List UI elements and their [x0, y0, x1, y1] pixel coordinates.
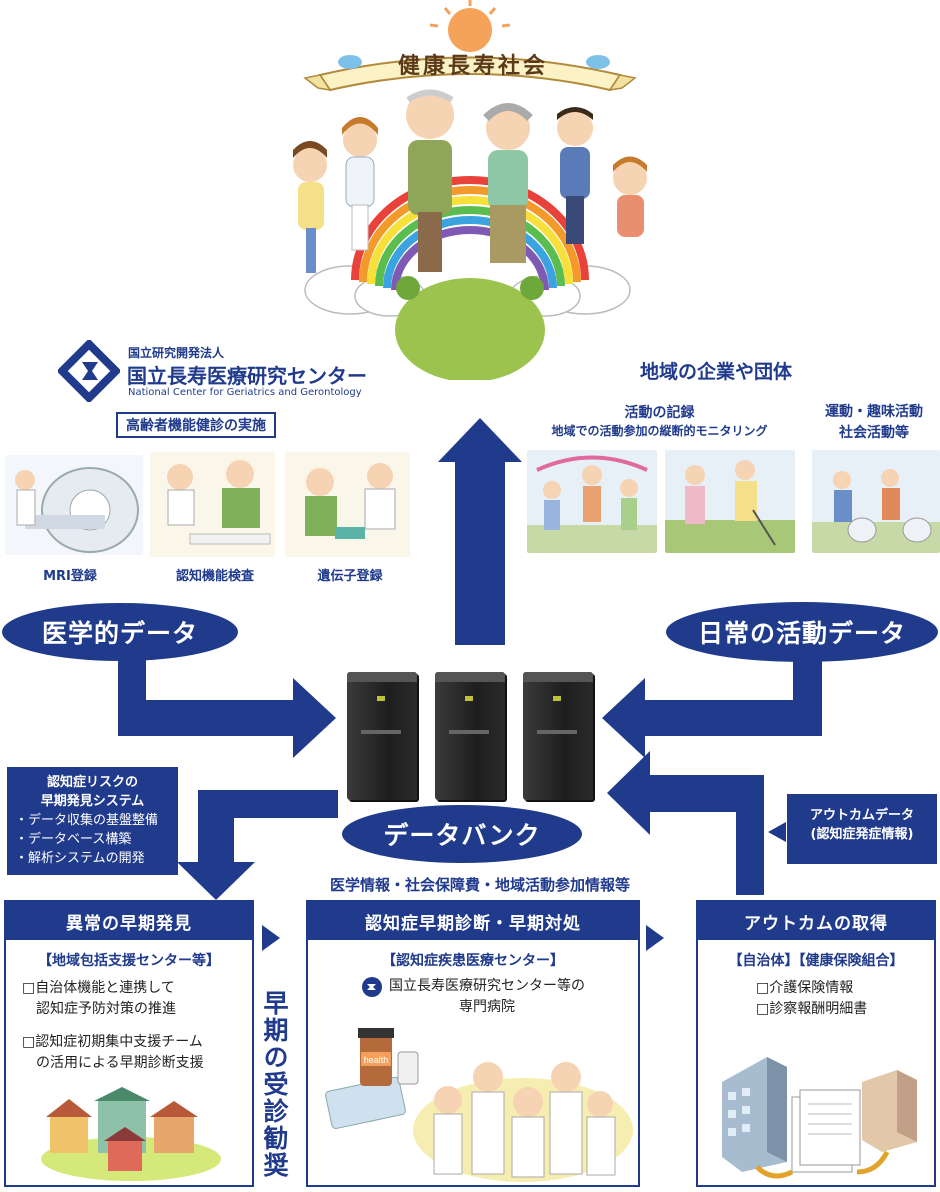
- outcome-acquisition-title: アウトカムの取得: [698, 902, 934, 940]
- cognitive-test-illustration: [150, 452, 275, 557]
- early-diagnosis-sub: 【認知症疾患医療センター】: [382, 953, 564, 969]
- ncgg-small-logo-icon: [362, 977, 382, 997]
- server-icon: [435, 672, 505, 800]
- hospital-line1: 国立長寿医療研究センター等の: [389, 978, 585, 994]
- gene-registration-illustration: [285, 452, 410, 557]
- hospital-line2: 専門病院: [459, 999, 515, 1015]
- early-diagnosis-panel: 認知症早期診断・早期対処 【認知症疾患医療センター】 国立長寿医療研究センター等…: [306, 900, 640, 1187]
- risk-item: ・データ収集の基盤整備: [15, 813, 159, 828]
- risk-title-2: 早期発見システム: [40, 794, 145, 809]
- databank-subtitle: 医学情報・社会保障費・地域活動参加情報等: [329, 876, 630, 894]
- outcome-data-line1: アウトカムデータ: [809, 808, 914, 823]
- server-icon: [523, 672, 593, 800]
- early-detection-title: 異常の早期発見: [6, 902, 252, 940]
- outcome-acquisition-panel: アウトカムの取得 【自治体】【健康保険組合】 □介護保険情報 □診察報酬明細書: [696, 900, 936, 1187]
- group-exercise-illustration: [527, 450, 657, 553]
- early-consultation-vertical-text: 早期の受診勧奨: [260, 990, 289, 1179]
- cognitive-caption: 認知機能検査: [175, 569, 254, 584]
- early-detection-sub: 【地域包括支援センター等】: [38, 953, 220, 969]
- buildings-documents-illustration: [722, 1057, 917, 1179]
- server-icon: [347, 672, 417, 800]
- town-houses-illustration: [41, 1087, 221, 1181]
- outcome-data-box: アウトカムデータ (認知症発症情報): [787, 794, 937, 864]
- activity-record-title: 活動の記録: [624, 405, 695, 421]
- panel-item: □介護保険情報: [756, 980, 854, 996]
- ncgg-name-en: National Center for Geriatrics and Geron…: [128, 387, 362, 398]
- healthy-society-illustration: [293, 0, 647, 380]
- ncgg-org-type: 国立研究開発法人: [128, 346, 225, 360]
- checkup-label: 高齢者機能健診の実施: [116, 412, 276, 438]
- mri-caption: MRI登録: [43, 569, 97, 584]
- banner-title: 健康長寿社会: [397, 54, 548, 79]
- bottle-label: health: [364, 1055, 389, 1065]
- mri-illustration: [5, 455, 143, 555]
- risk-detection-box: 認知症リスクの 早期発見システム ・データ収集の基盤整備 ・データベース構築 ・…: [7, 767, 178, 875]
- panel-item: 認知症予防対策の推進: [22, 1001, 176, 1017]
- daily-activity-data-ellipse: 日常の活動データ: [666, 602, 938, 662]
- gene-caption: 遺伝子登録: [317, 569, 383, 584]
- early-diagnosis-title: 認知症早期診断・早期対処: [308, 902, 638, 940]
- medicine-and-doctors-illustration: health: [325, 1028, 633, 1182]
- early-detection-panel: 異常の早期発見 【地域包括支援センター等】 □自治体機能と連携して 認知症予防対…: [4, 900, 254, 1187]
- risk-title-1: 認知症リスクの: [46, 775, 138, 790]
- outcome-data-line2: (認知症発症情報): [810, 827, 914, 842]
- panel-item: の活用による早期診断支援: [22, 1055, 204, 1071]
- exercise-title-1: 運動・趣味活動: [825, 404, 923, 420]
- ncgg-name-ja: 国立長寿医療研究センター: [127, 364, 367, 388]
- sun-icon: [448, 8, 492, 52]
- panel-item: □診察報酬明細書: [756, 1001, 868, 1017]
- community-title: 地域の企業や団体: [640, 361, 793, 383]
- panel-item: □認知症初期集中支援チーム: [22, 1034, 203, 1050]
- medical-data-ellipse: 医学的データ: [2, 603, 238, 661]
- outcome-acquisition-sub: 【自治体】【健康保険組合】: [728, 953, 904, 969]
- databank-ellipse: データバンク: [342, 805, 582, 863]
- risk-item: ・解析システムの開発: [15, 851, 145, 866]
- cleanup-activity-illustration: [812, 450, 940, 553]
- golf-illustration: [665, 450, 795, 553]
- ncgg-logo-icon: [58, 340, 120, 402]
- exercise-title-2: 社会活動等: [839, 425, 909, 441]
- activity-record-sub: 地域での活動参加の縦断的モニタリング: [551, 424, 768, 438]
- panel-item: □自治体機能と連携して: [22, 980, 175, 996]
- globe-ground: [395, 278, 545, 380]
- risk-item: ・データベース構築: [15, 832, 132, 847]
